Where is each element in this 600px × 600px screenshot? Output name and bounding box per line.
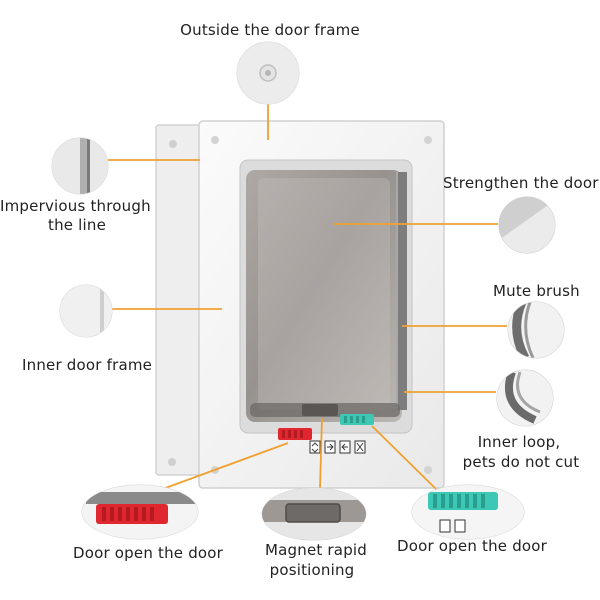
lock-mode-icons bbox=[309, 440, 366, 454]
detail-teal-latch bbox=[411, 484, 525, 540]
screw-hole bbox=[424, 136, 432, 144]
label-magnet-1: Magnet rapid bbox=[264, 541, 368, 559]
label-magnet-2: positioning bbox=[269, 561, 355, 579]
detail-impervious bbox=[51, 137, 109, 195]
detail-strengthen bbox=[498, 196, 556, 254]
label-impervious-1: Impervious through bbox=[0, 197, 151, 215]
mute-brush-edge bbox=[396, 172, 398, 410]
red-latch bbox=[278, 428, 312, 440]
cat-door-product bbox=[155, 120, 445, 489]
screw-hole bbox=[169, 140, 177, 148]
detail-mute-brush bbox=[507, 301, 565, 359]
label-mute-brush: Mute brush bbox=[493, 282, 580, 300]
label-inner-loop-1: Inner loop, bbox=[477, 433, 561, 451]
screw-hole bbox=[168, 458, 176, 466]
label-inner-loop-2: pets do not cut bbox=[462, 453, 580, 471]
label-door-open-left: Door open the door bbox=[72, 544, 224, 562]
leader-red-latch bbox=[159, 442, 289, 491]
leader-magnet bbox=[319, 417, 323, 489]
label-inner-frame: Inner door frame bbox=[22, 356, 153, 374]
leader-teal-latch bbox=[371, 425, 437, 490]
leader-lines bbox=[108, 104, 507, 491]
detail-magnet bbox=[261, 487, 367, 541]
label-impervious-2: the line bbox=[48, 216, 107, 234]
open-both-icon bbox=[309, 440, 321, 454]
teal-latch bbox=[340, 414, 374, 425]
flap-highlight bbox=[258, 178, 390, 410]
label-strengthen: Strengthen the door bbox=[443, 174, 599, 192]
magnet-clip bbox=[302, 404, 338, 416]
detail-outside-frame bbox=[236, 41, 300, 105]
detail-red-latch bbox=[81, 484, 199, 540]
detail-inner-frame bbox=[59, 284, 113, 338]
detail-inner-loop bbox=[496, 369, 554, 427]
label-outside-frame: Outside the door frame bbox=[180, 21, 360, 39]
transparent-flap bbox=[246, 170, 402, 422]
mute-brush-strip bbox=[398, 172, 407, 410]
label-door-open-right: Door open the door bbox=[396, 537, 548, 555]
screw-hole bbox=[424, 466, 432, 474]
screw-hole bbox=[211, 136, 219, 144]
